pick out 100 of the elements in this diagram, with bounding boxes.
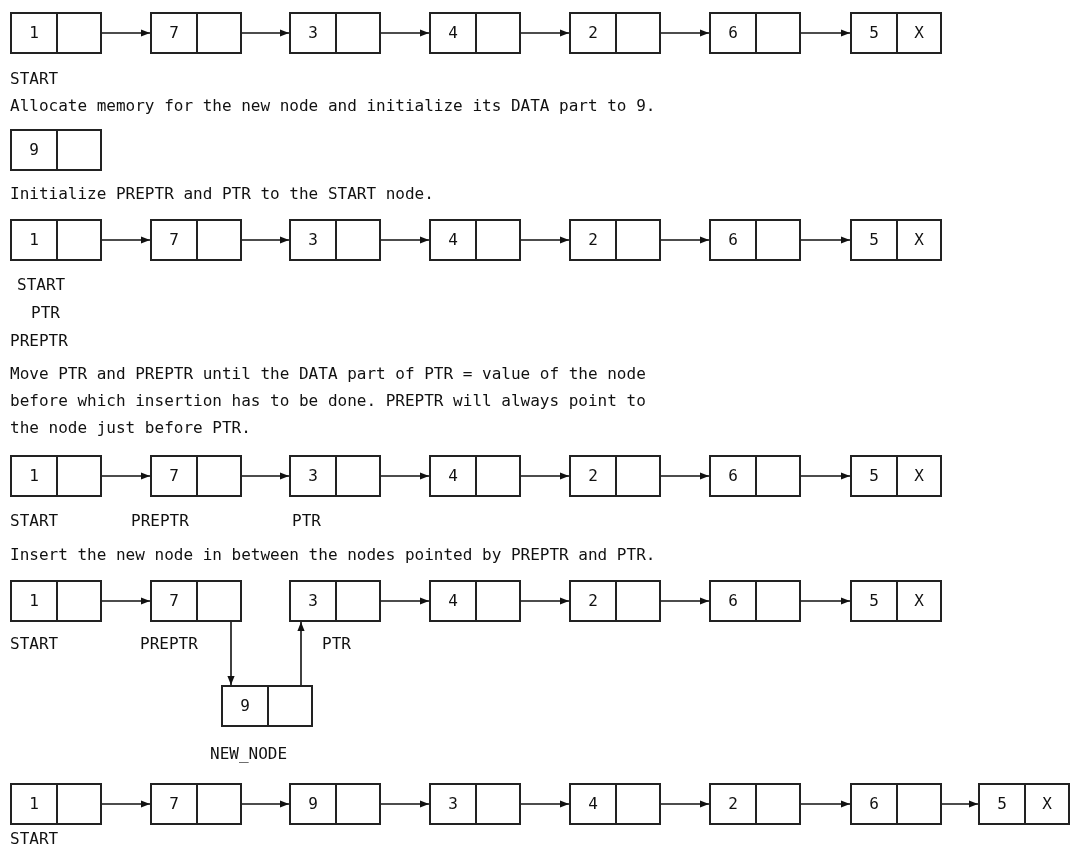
pointer-label: START xyxy=(10,511,59,531)
list-node xyxy=(289,455,381,497)
arrow xyxy=(800,29,851,37)
data-value: 2 xyxy=(588,230,598,249)
arrow xyxy=(101,800,151,808)
arrow xyxy=(520,800,570,808)
data-value: 5 xyxy=(869,23,879,42)
arrow xyxy=(660,800,710,808)
data-value: 1 xyxy=(29,230,39,249)
list-node xyxy=(10,12,102,54)
step-description: Initialize PREPTR and PTR to the START node. xyxy=(10,183,435,205)
step-description: Move PTR and PREPTR until the DATA part of PTR = value of the node before which insertion has to be done. PREPTR will always point to the node just before PTR. xyxy=(10,363,647,439)
list-node xyxy=(429,580,521,622)
arrow xyxy=(800,472,851,480)
list-node xyxy=(429,783,521,825)
list-node xyxy=(429,455,521,497)
list-node xyxy=(10,455,102,497)
pointer-field: X xyxy=(896,582,940,620)
data-value: 3 xyxy=(308,23,318,42)
step-description: Insert the new node in between the nodes pointed by PREPTR and PTR. xyxy=(10,544,657,566)
list-node xyxy=(709,455,801,497)
data-value: 4 xyxy=(588,794,598,813)
list-node xyxy=(150,783,242,825)
arrow xyxy=(241,800,290,808)
list-node xyxy=(150,219,242,261)
data-value: 4 xyxy=(448,230,458,249)
list-node xyxy=(850,12,942,54)
list-node xyxy=(709,12,801,54)
pointer-label: NEW_NODE xyxy=(210,744,288,764)
arrow xyxy=(520,236,570,244)
arrow xyxy=(660,597,710,605)
data-value: 2 xyxy=(588,591,598,610)
pointer-label: START xyxy=(10,829,59,849)
list-node xyxy=(569,580,661,622)
data-value: 9 xyxy=(308,794,318,813)
pointer-label: PREPTR xyxy=(131,511,189,531)
arrow xyxy=(660,236,710,244)
data-value: 3 xyxy=(308,591,318,610)
data-value: 6 xyxy=(728,230,738,249)
arrow xyxy=(101,236,151,244)
data-value: 7 xyxy=(169,591,179,610)
list-node xyxy=(150,580,242,622)
arrow xyxy=(241,472,290,480)
list-node xyxy=(10,783,102,825)
list-node xyxy=(569,219,661,261)
pointer-label: START xyxy=(10,634,59,654)
list-node xyxy=(850,455,942,497)
arrow xyxy=(101,472,151,480)
pointer-label: PREPTR xyxy=(10,331,68,351)
data-value: 2 xyxy=(588,23,598,42)
data-value: 5 xyxy=(997,794,1007,813)
list-node xyxy=(709,219,801,261)
data-value: 7 xyxy=(169,230,179,249)
pointer-field: X xyxy=(896,14,940,52)
data-value: 7 xyxy=(169,466,179,485)
arrow xyxy=(227,621,235,686)
data-value: 6 xyxy=(728,23,738,42)
list-node xyxy=(10,580,102,622)
list-node xyxy=(150,455,242,497)
arrow xyxy=(380,800,430,808)
arrow xyxy=(380,472,430,480)
list-node xyxy=(289,12,381,54)
data-value: 6 xyxy=(728,466,738,485)
data-value: 7 xyxy=(169,794,179,813)
pointer-label: PTR xyxy=(322,634,351,654)
data-value: 2 xyxy=(588,466,598,485)
data-value: 4 xyxy=(448,23,458,42)
data-value: 3 xyxy=(308,230,318,249)
list-node xyxy=(569,455,661,497)
arrow xyxy=(241,236,290,244)
data-value: 2 xyxy=(728,794,738,813)
pointer-field: X xyxy=(1024,785,1068,823)
data-value: 7 xyxy=(169,23,179,42)
pointer-label: PREPTR xyxy=(140,634,198,654)
pointer-label: PTR xyxy=(31,303,60,323)
list-node xyxy=(150,12,242,54)
pointer-label: START xyxy=(10,69,59,89)
list-node xyxy=(221,685,313,727)
arrow xyxy=(800,800,851,808)
list-node xyxy=(850,219,942,261)
list-node xyxy=(978,783,1070,825)
data-value: 3 xyxy=(448,794,458,813)
data-value: 5 xyxy=(869,466,879,485)
pointer-field: X xyxy=(896,221,940,259)
step-description: Allocate memory for the new node and initialize its DATA part to 9. xyxy=(10,95,657,117)
arrow xyxy=(380,597,430,605)
data-value: 4 xyxy=(448,466,458,485)
arrow xyxy=(941,800,979,808)
list-node xyxy=(850,783,942,825)
list-node xyxy=(289,783,381,825)
list-node xyxy=(289,219,381,261)
pointer-field: X xyxy=(896,457,940,495)
list-node xyxy=(709,783,801,825)
arrow xyxy=(520,29,570,37)
data-value: 9 xyxy=(29,140,39,159)
arrow xyxy=(380,29,430,37)
arrow xyxy=(660,29,710,37)
pointer-label: START xyxy=(17,275,66,295)
list-node xyxy=(569,783,661,825)
list-node xyxy=(10,219,102,261)
